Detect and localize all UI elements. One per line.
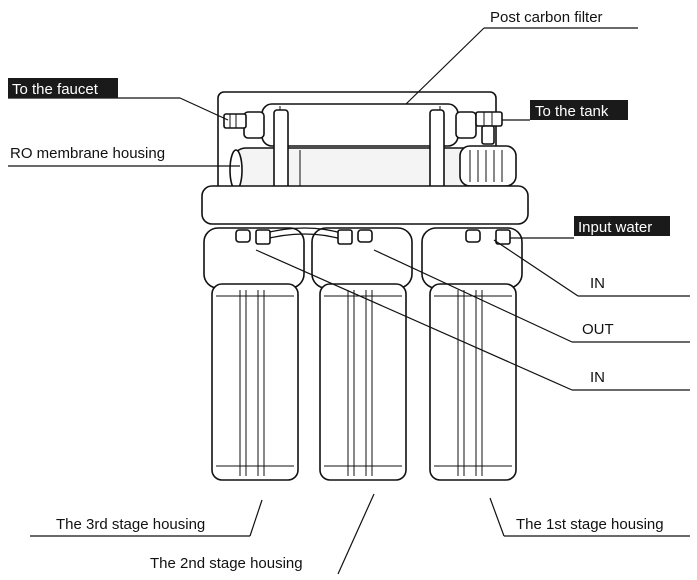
stage-3-housing bbox=[203, 227, 305, 481]
label-input-water-box: Input water bbox=[574, 216, 670, 236]
leader-lines bbox=[8, 27, 690, 575]
label-to-the-tank: To the tank bbox=[535, 103, 609, 120]
stage-2-housing bbox=[311, 227, 413, 481]
label-ro-membrane-housing: RO membrane housing bbox=[10, 145, 165, 162]
tank-fitting bbox=[475, 111, 503, 145]
label-post-carbon-filter: Post carbon filter bbox=[490, 9, 603, 26]
label-to-the-faucet: To the faucet bbox=[12, 81, 99, 98]
label-out: OUT bbox=[582, 321, 614, 338]
manifold-bracket bbox=[201, 185, 529, 225]
label-stage-3-housing: The 3rd stage housing bbox=[56, 516, 205, 533]
label-stage-1-housing: The 1st stage housing bbox=[516, 516, 664, 533]
label-in-1: IN bbox=[590, 275, 605, 292]
check-valve bbox=[459, 145, 517, 187]
label-to-the-faucet-box: To the faucet bbox=[8, 78, 118, 98]
label-to-the-tank-box: To the tank bbox=[530, 100, 628, 120]
faucet-fitting bbox=[223, 113, 247, 129]
post-carbon-filter bbox=[243, 103, 477, 191]
stage-1-housing bbox=[421, 227, 523, 481]
housing-tubing bbox=[235, 227, 511, 245]
label-input-water: Input water bbox=[578, 219, 652, 236]
label-in-2: IN bbox=[590, 369, 605, 386]
label-stage-2-housing: The 2nd stage housing bbox=[150, 555, 303, 572]
